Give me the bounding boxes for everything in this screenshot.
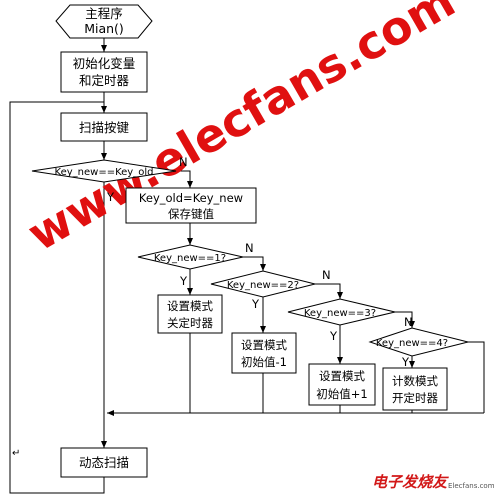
mode-off-line1: 设置模式 — [167, 299, 213, 313]
edge-key3-no — [395, 311, 415, 328]
cond-key3-yes-label: Y — [329, 329, 338, 343]
node-mode-plus: 设置模式 初始值+1 — [308, 363, 376, 406]
node-dynamic-scan: 动态扫描 — [60, 447, 148, 478]
dynamic-scan-box — [60, 447, 148, 478]
node-scan-keys: 扫描按键 — [60, 112, 148, 142]
init-box — [60, 51, 148, 93]
dynamic-scan-label: 动态扫描 — [79, 455, 129, 470]
mode-plus-line1: 设置模式 — [319, 369, 365, 383]
cond-key1-diamond — [137, 244, 244, 270]
cond-key3-no-label: N — [404, 315, 413, 329]
node-mode-count: 计数模式 开定时器 — [382, 367, 448, 411]
mode-minus-line1: 设置模式 — [241, 338, 287, 352]
save-key-line1: Key_old=Key_new — [139, 191, 243, 205]
mode-minus-box — [231, 332, 297, 374]
node-start: 主程序 Mian() — [55, 4, 153, 39]
cond-key4-diamond — [368, 327, 469, 357]
node-cond-key3: Key_new==3? — [287, 298, 396, 326]
cond-key4-yes-label: Y — [401, 355, 410, 369]
start-title: 主程序 — [85, 6, 123, 21]
cond-key2-no-label: N — [322, 268, 331, 282]
brand-sub-text: Elecfans.com — [448, 482, 494, 490]
scan-keys-box — [60, 112, 148, 142]
cond-key2-label: Key_new==2? — [227, 280, 299, 291]
mode-count-line1: 计数模式 — [392, 374, 438, 388]
cond-key2-yes-label: Y — [251, 297, 260, 311]
node-init: 初始化变量 和定时器 — [60, 51, 148, 93]
edge-key2-no — [315, 283, 343, 299]
cond-changed-diamond — [31, 159, 177, 183]
mode-plus-box — [308, 363, 376, 406]
brand-logo-text: 电子发烧友 — [372, 473, 449, 491]
cond-changed-label: Key_new==Key_old — [55, 167, 154, 178]
mode-count-box — [382, 367, 448, 411]
cond-key1-label: Key_new==1? — [154, 253, 226, 264]
scan-keys-label: 扫描按键 — [79, 120, 130, 135]
node-cond-key2: Key_new==2? — [210, 270, 316, 298]
mode-plus-line2: 初始值+1 — [316, 387, 367, 401]
node-cond-changed: Key_new==Key_old — [31, 159, 177, 183]
cond-changed-yes-label: Y — [106, 190, 115, 204]
connectors — [9, 38, 485, 494]
cond-changed-no-label: N — [179, 155, 188, 169]
edge-cond-no — [176, 170, 193, 188]
node-mode-off: 设置模式 关定时器 — [157, 294, 223, 334]
cond-key3-diamond — [287, 298, 396, 326]
mode-count-line2: 开定时器 — [392, 391, 438, 405]
mode-off-box — [157, 294, 223, 334]
edge-key1-no — [243, 256, 266, 271]
save-key-line2: 保存键值 — [168, 207, 214, 221]
loop-back-line — [9, 101, 105, 494]
brand-logo: 电子发烧友 Elecfans.com — [372, 473, 494, 491]
init-line1: 初始化变量 — [73, 56, 136, 71]
node-mode-minus: 设置模式 初始值-1 — [231, 332, 297, 374]
init-line2: 和定时器 — [79, 73, 130, 88]
cond-key4-label: Key_new==4? — [376, 338, 448, 349]
start-terminal-shape — [55, 4, 153, 39]
cond-key3-label: Key_new==3? — [304, 308, 376, 319]
cond-key1-no-label: N — [245, 241, 254, 255]
return-mark-icon: ↵ — [12, 448, 20, 459]
mode-minus-line2: 初始值-1 — [241, 355, 287, 369]
cond-key1-yes-label: Y — [179, 274, 188, 288]
start-function: Mian() — [84, 21, 124, 36]
node-save-key: Key_old=Key_new 保存键值 — [125, 187, 257, 224]
save-key-box — [125, 187, 257, 224]
node-cond-key4: Key_new==4? — [368, 327, 469, 357]
edge-key4-no — [468, 341, 485, 413]
cond-key2-diamond — [210, 270, 316, 298]
node-cond-key1: Key_new==1? — [137, 244, 244, 270]
mode-off-line2: 关定时器 — [167, 316, 213, 330]
